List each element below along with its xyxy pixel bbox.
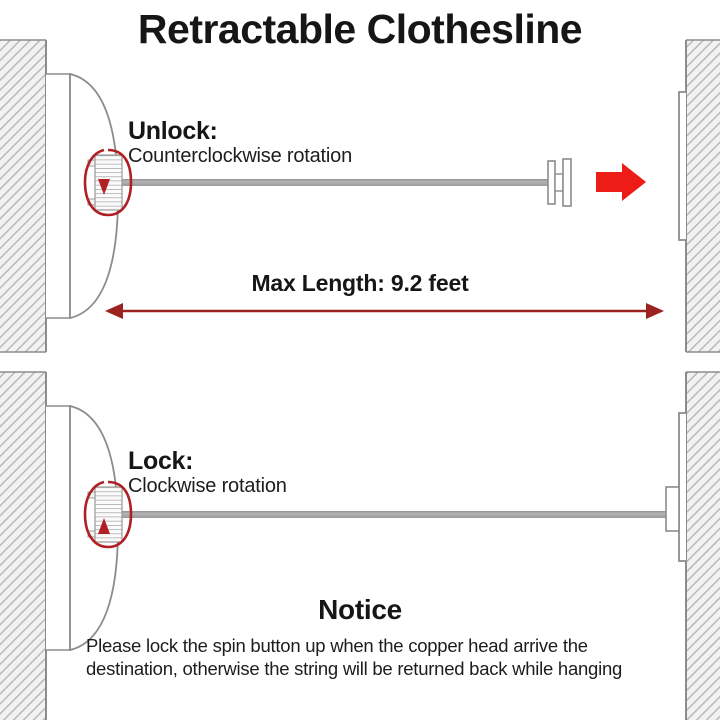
wall-bracket-top [678, 91, 686, 241]
right-wall-bottom [685, 371, 720, 720]
rotation-arrow-clockwise [83, 480, 133, 549]
unlock-panel-graphics [0, 39, 720, 353]
unlock-subheading: Counterclockwise rotation [128, 145, 352, 167]
left-wall-bottom [0, 371, 47, 720]
lock-panel-graphics [0, 371, 720, 720]
copper-head-bottom [665, 486, 680, 532]
max-length-dimension-arrow [105, 303, 664, 319]
unlock-heading: Unlock: [128, 117, 218, 145]
lock-heading: Lock: [128, 447, 194, 475]
left-wall-top [0, 39, 47, 353]
wall-bracket-bottom [678, 412, 686, 562]
copper-head-top [547, 158, 572, 207]
notice-title: Notice [318, 594, 402, 625]
lock-subheading: Clockwise rotation [128, 475, 287, 497]
right-wall-top [685, 39, 720, 353]
page-title: Retractable Clothesline [137, 6, 583, 52]
pull-direction-arrow-right [596, 163, 646, 201]
clothesline-cord-bottom [118, 511, 672, 518]
max-length-label: Max Length: 9.2 feet [251, 270, 469, 296]
clothesline-cord-top [118, 179, 550, 186]
rotation-arrowhead-down [98, 179, 110, 195]
rotation-arrow-counterclockwise [83, 148, 133, 217]
notice-body: Please lock the spin button up when the … [86, 635, 623, 679]
rotation-arrowhead-up [98, 518, 110, 534]
